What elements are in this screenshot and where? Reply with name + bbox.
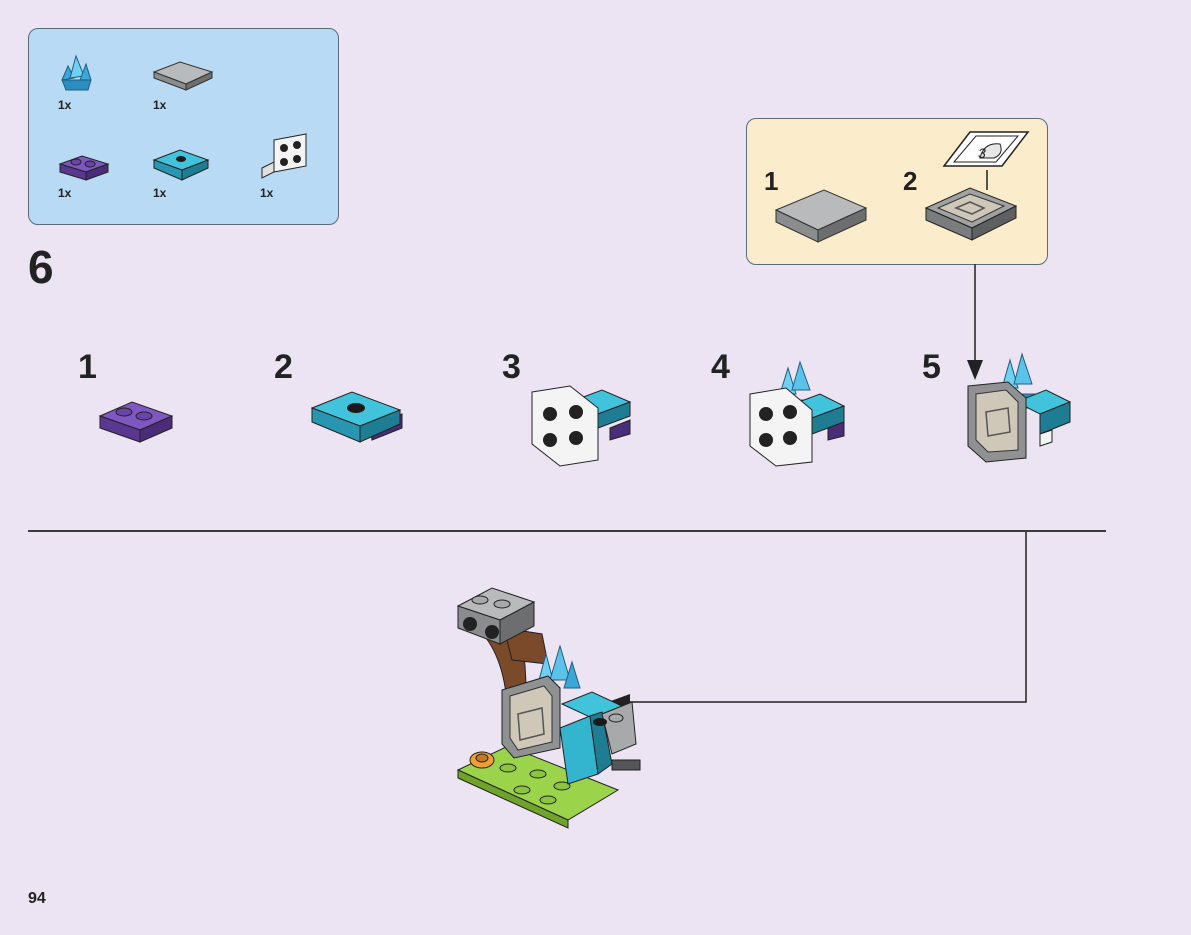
substep-number: 3 [502, 348, 521, 386]
substep-number: 2 [274, 348, 293, 386]
parts-list-box [28, 28, 339, 225]
substep-1-model [98, 401, 174, 443]
subassembly-step-number: 2 [903, 166, 918, 196]
subassembly-step-number: 1 [764, 166, 779, 196]
part-qty: 1x [153, 186, 167, 200]
sticker-leader-line [986, 170, 988, 190]
sticker-label: 3 [978, 145, 986, 161]
gray-tile-icon [774, 189, 868, 243]
down-arrow-icon [967, 264, 983, 380]
white-bracket-icon [261, 133, 307, 179]
substep-number: 4 [711, 348, 730, 386]
substep-3-model [531, 385, 632, 467]
printed-tile-icon [924, 187, 1018, 241]
gray-tile-icon [152, 61, 214, 91]
divider [28, 530, 1106, 532]
substep-5-model [967, 352, 1072, 463]
part-qty: 1x [58, 186, 72, 200]
purple-plate-icon [58, 155, 110, 181]
azure-jumper-plate-icon [152, 149, 210, 181]
connector-arrow [608, 532, 1027, 710]
part-qty: 1x [260, 186, 274, 200]
substep-4-model [749, 360, 846, 467]
sticker-sheet-icon: 3 [942, 131, 1030, 167]
crystal-piece-icon [61, 54, 92, 91]
substep-number: 5 [922, 348, 941, 386]
final-model [456, 587, 641, 829]
substep-2-model [310, 391, 403, 443]
part-qty: 1x [58, 98, 72, 112]
substep-number: 1 [78, 348, 97, 386]
main-step-number: 6 [28, 241, 54, 293]
part-qty: 1x [153, 98, 167, 112]
page-number: 94 [28, 890, 46, 907]
